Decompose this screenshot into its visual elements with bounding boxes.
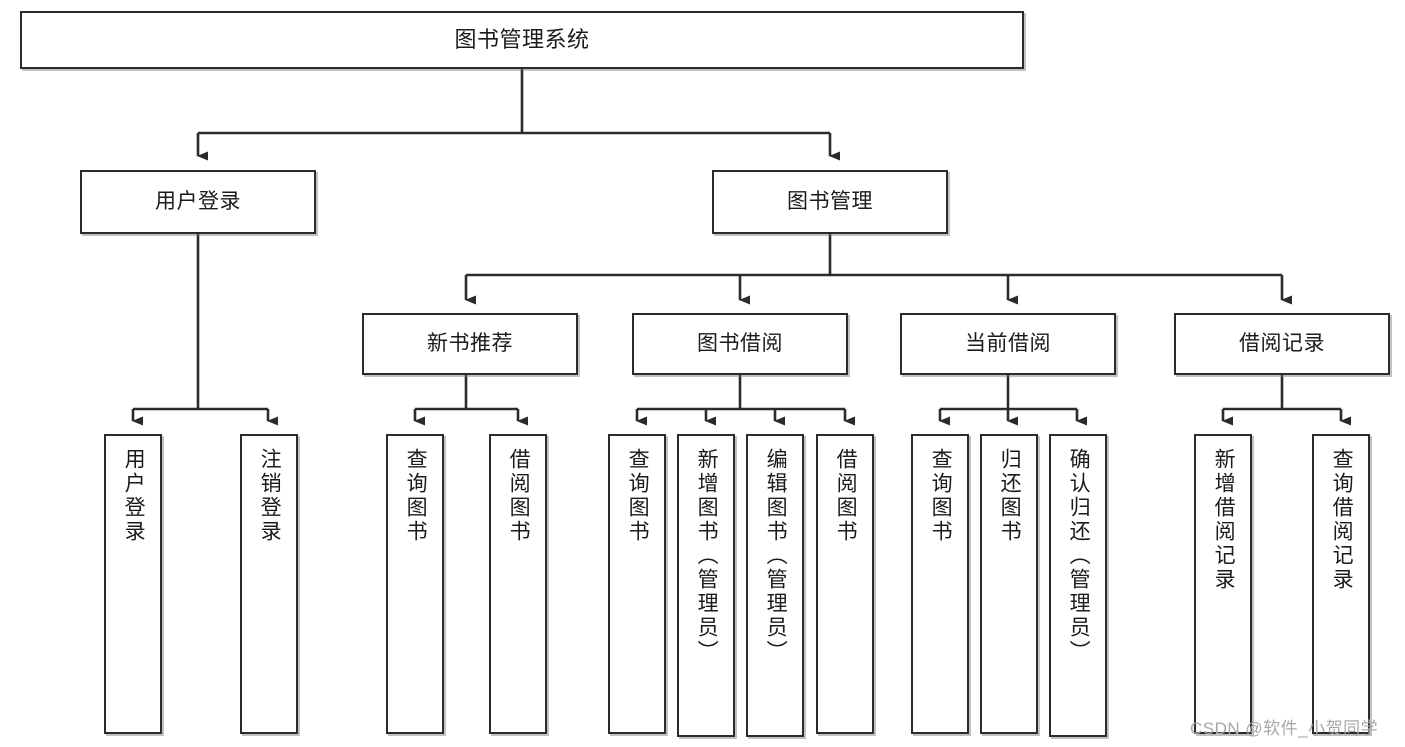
- node-leaf-label: 借阅图书: [834, 448, 858, 544]
- node-book-management-label: 图书管理: [787, 189, 873, 213]
- node-book-borrow[interactable]: 图书借阅: [632, 313, 848, 375]
- node-leaf-label: 新增图书（管理员）: [695, 448, 719, 664]
- node-leaf-borrow-record-query-record[interactable]: 查询借阅记录: [1312, 434, 1370, 734]
- node-leaf-current-borrow-confirm-return[interactable]: 确认归还（管理员）: [1049, 434, 1107, 737]
- node-leaf-label: 编辑图书（管理员）: [764, 448, 788, 664]
- node-leaf-current-borrow-return-book[interactable]: 归还图书: [980, 434, 1038, 734]
- node-leaf-label: 注销登录: [258, 448, 282, 544]
- node-user-login-label: 用户登录: [155, 189, 241, 213]
- node-leaf-book-borrow-query-book[interactable]: 查询图书: [608, 434, 666, 734]
- node-borrow-record[interactable]: 借阅记录: [1174, 313, 1390, 375]
- node-leaf-new-book-borrow-book[interactable]: 借阅图书: [489, 434, 547, 734]
- node-leaf-book-borrow-edit-book[interactable]: 编辑图书（管理员）: [746, 434, 804, 737]
- node-root-label: 图书管理系统: [454, 27, 590, 53]
- node-leaf-label: 确认归还（管理员）: [1067, 448, 1091, 664]
- csdn-watermark: CSDN @软件_小贺同学: [1190, 719, 1379, 738]
- node-leaf-user-login-login[interactable]: 用户登录: [104, 434, 162, 734]
- node-leaf-new-book-query-book[interactable]: 查询图书: [386, 434, 444, 734]
- node-user-login[interactable]: 用户登录: [80, 170, 316, 234]
- node-leaf-current-borrow-query-book[interactable]: 查询图书: [911, 434, 969, 734]
- node-book-management[interactable]: 图书管理: [712, 170, 948, 234]
- node-leaf-label: 查询图书: [404, 448, 428, 544]
- node-leaf-label: 新增借阅记录: [1212, 448, 1236, 592]
- node-root-library-system[interactable]: 图书管理系统: [20, 11, 1024, 69]
- node-leaf-label: 查询图书: [929, 448, 953, 544]
- node-leaf-user-login-logout[interactable]: 注销登录: [240, 434, 298, 734]
- node-current-borrow[interactable]: 当前借阅: [900, 313, 1116, 375]
- node-book-borrow-label: 图书借阅: [697, 331, 783, 355]
- node-borrow-record-label: 借阅记录: [1239, 331, 1325, 355]
- node-leaf-label: 用户登录: [122, 448, 146, 544]
- node-current-borrow-label: 当前借阅: [965, 331, 1051, 355]
- node-leaf-label: 查询图书: [626, 448, 650, 544]
- node-new-book-recommend[interactable]: 新书推荐: [362, 313, 578, 375]
- node-leaf-label: 借阅图书: [507, 448, 531, 544]
- node-leaf-label: 归还图书: [998, 448, 1022, 544]
- node-new-book-recommend-label: 新书推荐: [427, 331, 513, 355]
- node-leaf-book-borrow-add-book[interactable]: 新增图书（管理员）: [677, 434, 735, 737]
- node-leaf-book-borrow-borrow-book[interactable]: 借阅图书: [816, 434, 874, 734]
- node-leaf-label: 查询借阅记录: [1330, 448, 1354, 592]
- node-leaf-borrow-record-add-record[interactable]: 新增借阅记录: [1194, 434, 1252, 734]
